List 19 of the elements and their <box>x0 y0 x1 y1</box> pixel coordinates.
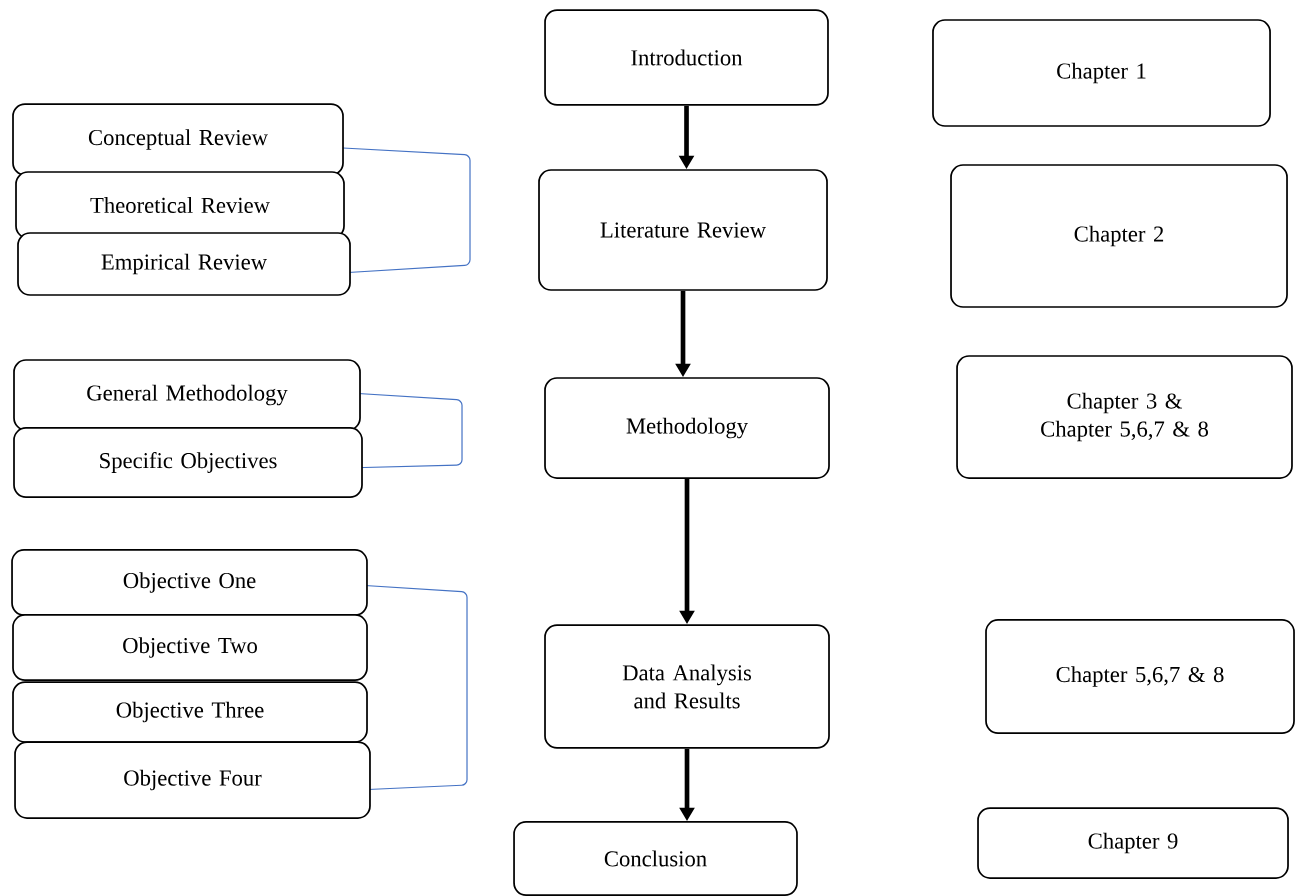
chapter-box: Chapter 2 <box>950 164 1288 308</box>
objective-box: Objective Two <box>12 614 368 681</box>
process-box: Data Analysis and Results <box>544 624 830 749</box>
objective-box: Objective One <box>11 549 368 616</box>
method-box: General Methodology <box>13 359 361 431</box>
chapter-box: Chapter 5,6,7 & 8 <box>985 619 1295 734</box>
process-box: Conclusion <box>513 821 798 896</box>
chapter-box: Chapter 3 & Chapter 5,6,7 & 8 <box>956 355 1293 479</box>
chapter-box: Chapter 9 <box>977 807 1289 879</box>
review-box: Conceptual Review <box>12 103 344 176</box>
process-box: Literature Review <box>538 169 828 291</box>
review-box: Theoretical Review <box>15 171 345 239</box>
process-box: Introduction <box>544 9 829 106</box>
review-box: Empirical Review <box>17 232 351 296</box>
objective-box: Objective Three <box>12 681 368 743</box>
objective-box: Objective Four <box>14 741 371 819</box>
process-box: Methodology <box>544 377 830 479</box>
chapter-box: Chapter 1 <box>932 19 1271 127</box>
method-box: Specific Objectives <box>13 427 363 498</box>
